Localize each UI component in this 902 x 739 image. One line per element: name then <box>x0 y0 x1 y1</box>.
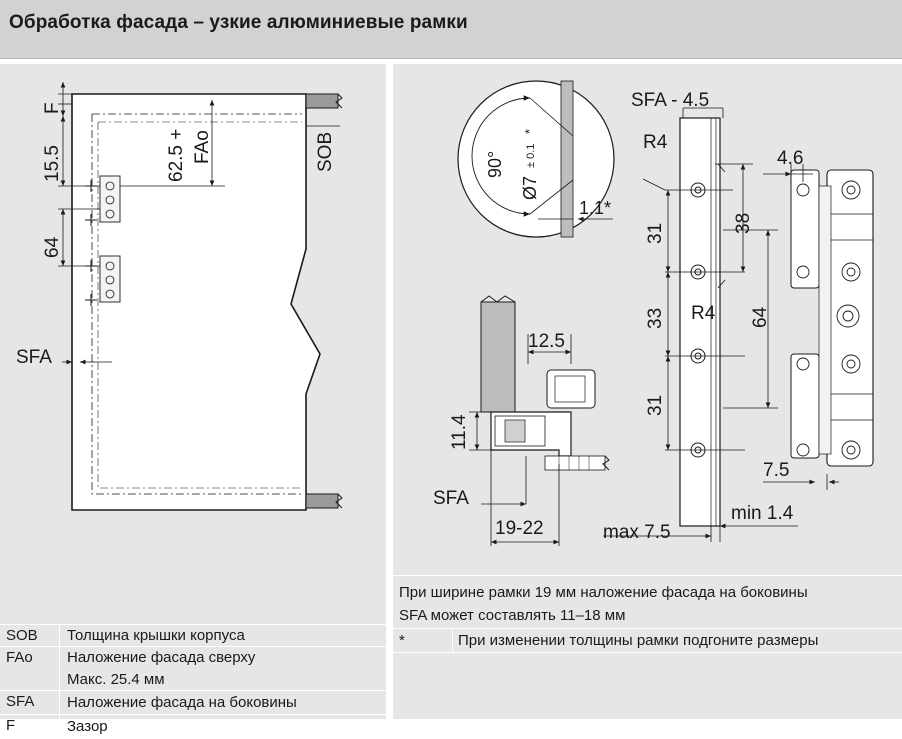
dim-64: 64 <box>42 236 63 258</box>
dim-f: F <box>42 102 63 114</box>
dim-38: 38 <box>733 213 754 234</box>
legend-abbr: SFA <box>6 693 35 710</box>
note-star-text: При изменении толщины рамки подгоните ра… <box>458 632 819 649</box>
legend-abbr: FAo <box>6 649 33 666</box>
hinge-plate <box>790 169 874 467</box>
dim-90-deg: 90° <box>485 151 505 178</box>
front-panel-outline <box>71 93 321 511</box>
legend-row: F Зазор <box>0 714 386 739</box>
legend-row: FAo Наложение фасада сверху Макс. 25.4 м… <box>0 646 386 691</box>
dim-max-7-5: max 7.5 <box>603 522 671 543</box>
dim-bore-star: * <box>522 129 537 134</box>
dim-31-top: 31 <box>645 223 666 244</box>
side-section <box>480 295 610 471</box>
dim-fao: FAo <box>192 130 213 164</box>
legend-abbr: F <box>6 717 16 734</box>
top-board <box>305 93 339 109</box>
hinge-lower <box>99 255 121 303</box>
header-bar: Обработка фасада – узкие алюминиевые рам… <box>0 0 902 59</box>
dim-64-right: 64 <box>750 306 771 328</box>
note-line-2: SFA может составлять 11–18 мм <box>399 607 626 624</box>
dim-sfa: SFA <box>16 347 52 368</box>
dim-19-22: 19-22 <box>495 518 544 539</box>
dim-sfa-section: SFA <box>433 488 469 509</box>
dim-31-bottom: 31 <box>645 395 666 416</box>
dim-33: 33 <box>645 308 666 329</box>
left-technical-drawing: F 15.5 64 62.5 + FAo SOB SFA <box>16 82 343 511</box>
hinge-upper <box>99 175 121 223</box>
page-title: Обработка фасада – узкие алюминиевые рам… <box>9 12 468 33</box>
dim-sob: SOB <box>315 132 336 172</box>
dim-r4-bottom: R4 <box>691 303 716 324</box>
dim-r4-top: R4 <box>643 132 668 153</box>
right-panel: 90° Ø7 ± 0.1 * 1.1* <box>393 64 902 719</box>
legend-desc: Наложение фасада сверху <box>67 649 256 666</box>
legend-abbr: SOB <box>6 627 38 644</box>
dim-bore-tolerance: ± 0.1 <box>525 144 537 168</box>
bottom-board <box>305 493 339 509</box>
legend-row: SFA Наложение фасада на боковины <box>0 690 386 715</box>
dim-12-5: 12.5 <box>528 331 565 352</box>
dim-min-1-4: min 1.4 <box>731 503 794 524</box>
dim-15-5: 15.5 <box>42 145 63 182</box>
dim-62-5: 62.5 + <box>166 129 187 182</box>
bore-detail <box>457 80 615 238</box>
dim-11-4: 11.4 <box>449 414 470 450</box>
dim-bore-diameter: Ø7 <box>520 176 540 200</box>
legend-row: SOB Толщина крышки корпуса <box>0 624 386 647</box>
right-technical-drawing: 90° Ø7 ± 0.1 * 1.1* <box>433 80 874 546</box>
dim-7-5: 7.5 <box>763 460 789 481</box>
legend-desc: Зазор <box>67 718 108 735</box>
dim-sfa-4-5: SFA - 4.5 <box>631 90 709 111</box>
legend-desc-secondary: Макс. 25.4 мм <box>67 671 165 688</box>
dim-1-1: 1.1* <box>579 198 611 218</box>
dim-4-6: 4.6 <box>777 148 803 169</box>
legend-desc: Толщина крышки корпуса <box>67 627 245 644</box>
left-panel: F 15.5 64 62.5 + FAo SOB SFA SOB Толщина… <box>0 64 386 738</box>
note-star: * <box>399 632 405 649</box>
front-panel-inner-frame <box>91 113 302 495</box>
note-line-1: При ширине рамки 19 мм наложение фасада … <box>399 584 808 601</box>
legend-desc: Наложение фасада на боковины <box>67 694 297 711</box>
